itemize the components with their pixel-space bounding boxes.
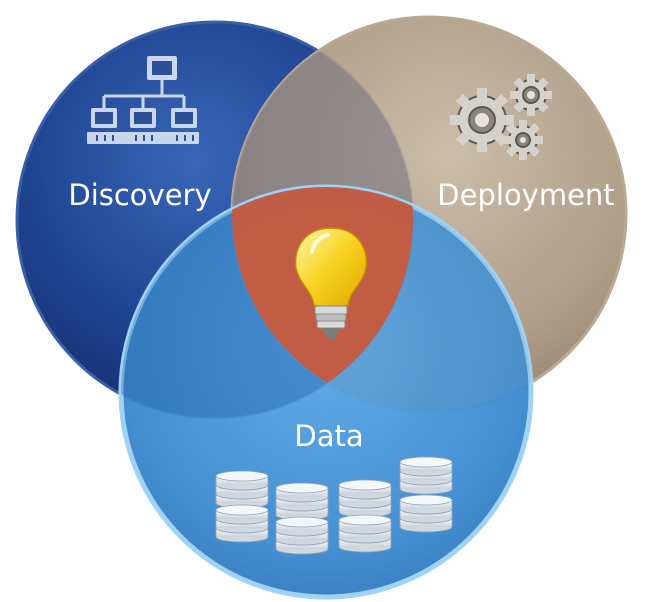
discovery-label: Discovery [68,178,211,212]
lightbulb-icon [294,227,368,340]
database-disk-icon [338,479,392,518]
database-disk-icon [275,482,329,521]
database-stack-icon [215,456,453,555]
database-disk-icon [399,456,453,495]
database-disk-icon [215,470,269,509]
network-hierarchy-icon [87,56,199,144]
deployment-label: Deployment [437,178,614,212]
database-disk-icon [275,516,329,555]
data-label: Data [294,419,363,453]
gears-icon [450,74,552,160]
database-disk-icon [215,504,269,543]
database-disk-icon [399,494,453,533]
database-disk-icon [338,514,392,553]
